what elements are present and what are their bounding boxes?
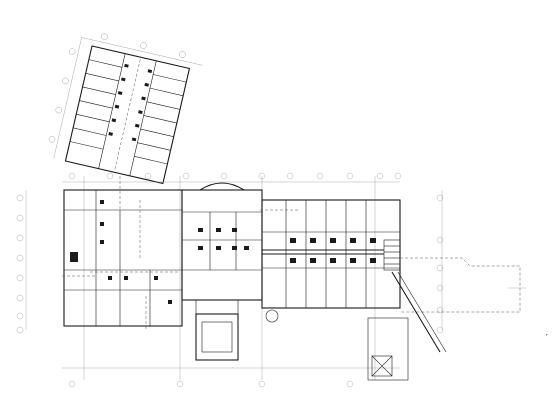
north-mark: F bbox=[546, 333, 548, 337]
grid-bubble bbox=[69, 48, 76, 55]
grid-bubble bbox=[62, 77, 69, 85]
left-block-outline bbox=[63, 189, 183, 327]
entrance-canopy bbox=[199, 182, 245, 191]
left-block bbox=[63, 189, 183, 330]
grid-bubbles-bottom bbox=[68, 380, 354, 388]
ramp-line bbox=[391, 271, 441, 353]
central-block bbox=[181, 182, 263, 361]
pipe-runs bbox=[62, 176, 300, 277]
grid-bubble bbox=[48, 136, 56, 143]
grid-bubbles-top bbox=[68, 172, 402, 180]
grid-bubble bbox=[55, 106, 62, 114]
east-annex bbox=[367, 257, 526, 381]
grid-lines bbox=[25, 176, 443, 380]
upper-wing-outline bbox=[64, 45, 191, 185]
entry-bay bbox=[265, 309, 279, 323]
annex-outline bbox=[400, 257, 521, 313]
lower-court bbox=[195, 313, 239, 361]
right-stair bbox=[383, 239, 401, 271]
central-block-outline bbox=[181, 189, 263, 301]
grid-bubbles-right bbox=[436, 194, 444, 334]
upper-wing bbox=[48, 33, 203, 185]
upper-wing-fixtures bbox=[108, 63, 153, 142]
grid-bubble bbox=[179, 51, 186, 58]
right-block bbox=[261, 199, 401, 323]
grid-bubble bbox=[101, 33, 108, 40]
grid-bubbles-left bbox=[16, 194, 24, 334]
lower-right-stair bbox=[367, 317, 409, 381]
grid-bubble bbox=[140, 42, 147, 49]
stair-core bbox=[70, 252, 78, 262]
